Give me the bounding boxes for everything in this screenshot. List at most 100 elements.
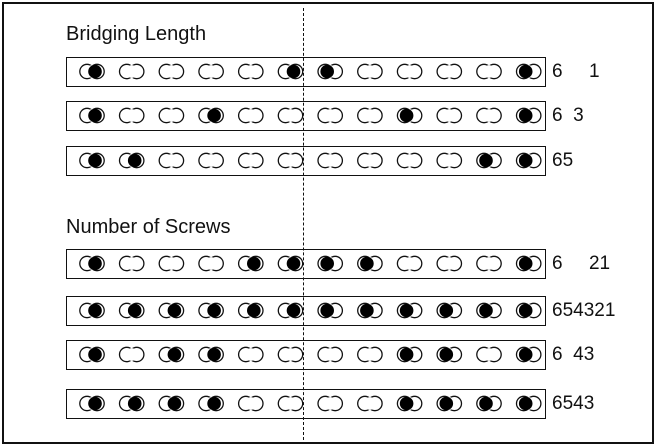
screw-hole-icon: [118, 152, 145, 169]
empty-hole-icon: [396, 152, 423, 169]
empty-hole-icon: [237, 346, 264, 363]
screw-hole-icon: [476, 152, 502, 169]
screw-hole-icon: [79, 302, 105, 319]
empty-hole-icon: [476, 63, 502, 80]
screw-hole-icon: [277, 63, 304, 80]
screw-hole-icon: [79, 346, 105, 363]
plate-holes: [79, 63, 542, 80]
empty-hole-icon: [118, 107, 145, 124]
screw-hole-icon: [198, 302, 224, 319]
empty-hole-icon: [357, 346, 383, 363]
plate-row: [66, 296, 546, 326]
empty-hole-icon: [158, 63, 185, 80]
screw-hole-icon: [79, 107, 105, 124]
screw-hole-icon: [158, 302, 185, 319]
screw-hole-icon: [396, 107, 423, 124]
screw-hole-icon: [476, 395, 502, 412]
empty-hole-icon: [198, 152, 224, 169]
empty-hole-icon: [357, 63, 383, 80]
plate-holes: [79, 107, 542, 124]
section-title-number-of-screws: Number of Screws: [66, 216, 231, 238]
screw-hole-icon: [237, 255, 264, 272]
config-code: 6543: [552, 393, 595, 414]
screw-hole-icon: [436, 346, 463, 363]
empty-hole-icon: [118, 346, 145, 363]
screw-hole-icon: [396, 302, 423, 319]
empty-hole-icon: [436, 107, 463, 124]
config-code: 6 3: [552, 105, 584, 126]
screw-hole-icon: [79, 152, 105, 169]
empty-hole-icon: [357, 152, 383, 169]
screw-hole-icon: [317, 63, 344, 80]
config-code: 6 1: [552, 61, 600, 82]
screw-hole-icon: [198, 346, 224, 363]
screw-hole-icon: [515, 302, 542, 319]
empty-hole-icon: [158, 255, 185, 272]
screw-hole-icon: [515, 395, 542, 412]
screw-hole-icon: [79, 63, 105, 80]
screw-hole-icon: [198, 107, 224, 124]
screw-hole-icon: [357, 302, 383, 319]
screw-hole-icon: [79, 395, 105, 412]
screw-hole-icon: [118, 395, 145, 412]
plate-row: [66, 101, 546, 131]
config-code: 65: [552, 150, 574, 171]
empty-hole-icon: [396, 255, 423, 272]
section-title-bridging-length: Bridging Length: [66, 23, 207, 45]
empty-hole-icon: [476, 346, 502, 363]
screw-hole-icon: [476, 302, 502, 319]
screw-hole-icon: [277, 302, 304, 319]
screw-hole-icon: [357, 255, 383, 272]
empty-hole-icon: [436, 152, 463, 169]
empty-hole-icon: [237, 395, 264, 412]
fracture-line: [303, 8, 304, 440]
screw-hole-icon: [436, 395, 463, 412]
empty-hole-icon: [277, 395, 304, 412]
config-code: 654321: [552, 300, 616, 321]
screw-hole-icon: [515, 63, 542, 80]
config-code: 6 21: [552, 253, 611, 274]
screw-hole-icon: [317, 255, 344, 272]
empty-hole-icon: [476, 255, 502, 272]
screw-hole-icon: [198, 395, 224, 412]
empty-hole-icon: [317, 395, 344, 412]
empty-hole-icon: [118, 63, 145, 80]
empty-hole-icon: [317, 152, 344, 169]
empty-hole-icon: [198, 63, 224, 80]
screw-hole-icon: [79, 255, 105, 272]
screw-hole-icon: [118, 302, 145, 319]
empty-hole-icon: [158, 107, 185, 124]
empty-hole-icon: [237, 63, 264, 80]
empty-hole-icon: [158, 152, 185, 169]
empty-hole-icon: [277, 107, 304, 124]
screw-hole-icon: [396, 346, 423, 363]
screw-hole-icon: [237, 302, 264, 319]
screw-hole-icon: [158, 346, 185, 363]
empty-hole-icon: [436, 63, 463, 80]
screw-hole-icon: [515, 152, 542, 169]
screw-hole-icon: [317, 302, 344, 319]
plate-row: [66, 249, 546, 279]
empty-hole-icon: [317, 346, 344, 363]
plate-holes: [79, 255, 542, 272]
screw-hole-icon: [436, 302, 463, 319]
empty-hole-icon: [357, 107, 383, 124]
screw-hole-icon: [515, 346, 542, 363]
empty-hole-icon: [237, 152, 264, 169]
plate-holes: [79, 302, 542, 319]
empty-hole-icon: [198, 255, 224, 272]
empty-hole-icon: [317, 107, 344, 124]
plate-row: [66, 389, 546, 419]
empty-hole-icon: [277, 152, 304, 169]
screw-hole-icon: [277, 255, 304, 272]
diagram-frame: [2, 2, 654, 444]
empty-hole-icon: [357, 395, 383, 412]
plate-holes: [79, 346, 542, 363]
empty-hole-icon: [476, 107, 502, 124]
empty-hole-icon: [237, 107, 264, 124]
config-code: 6 43: [552, 344, 595, 365]
empty-hole-icon: [436, 255, 463, 272]
plate-row: [66, 57, 546, 87]
plate-holes: [79, 395, 542, 412]
